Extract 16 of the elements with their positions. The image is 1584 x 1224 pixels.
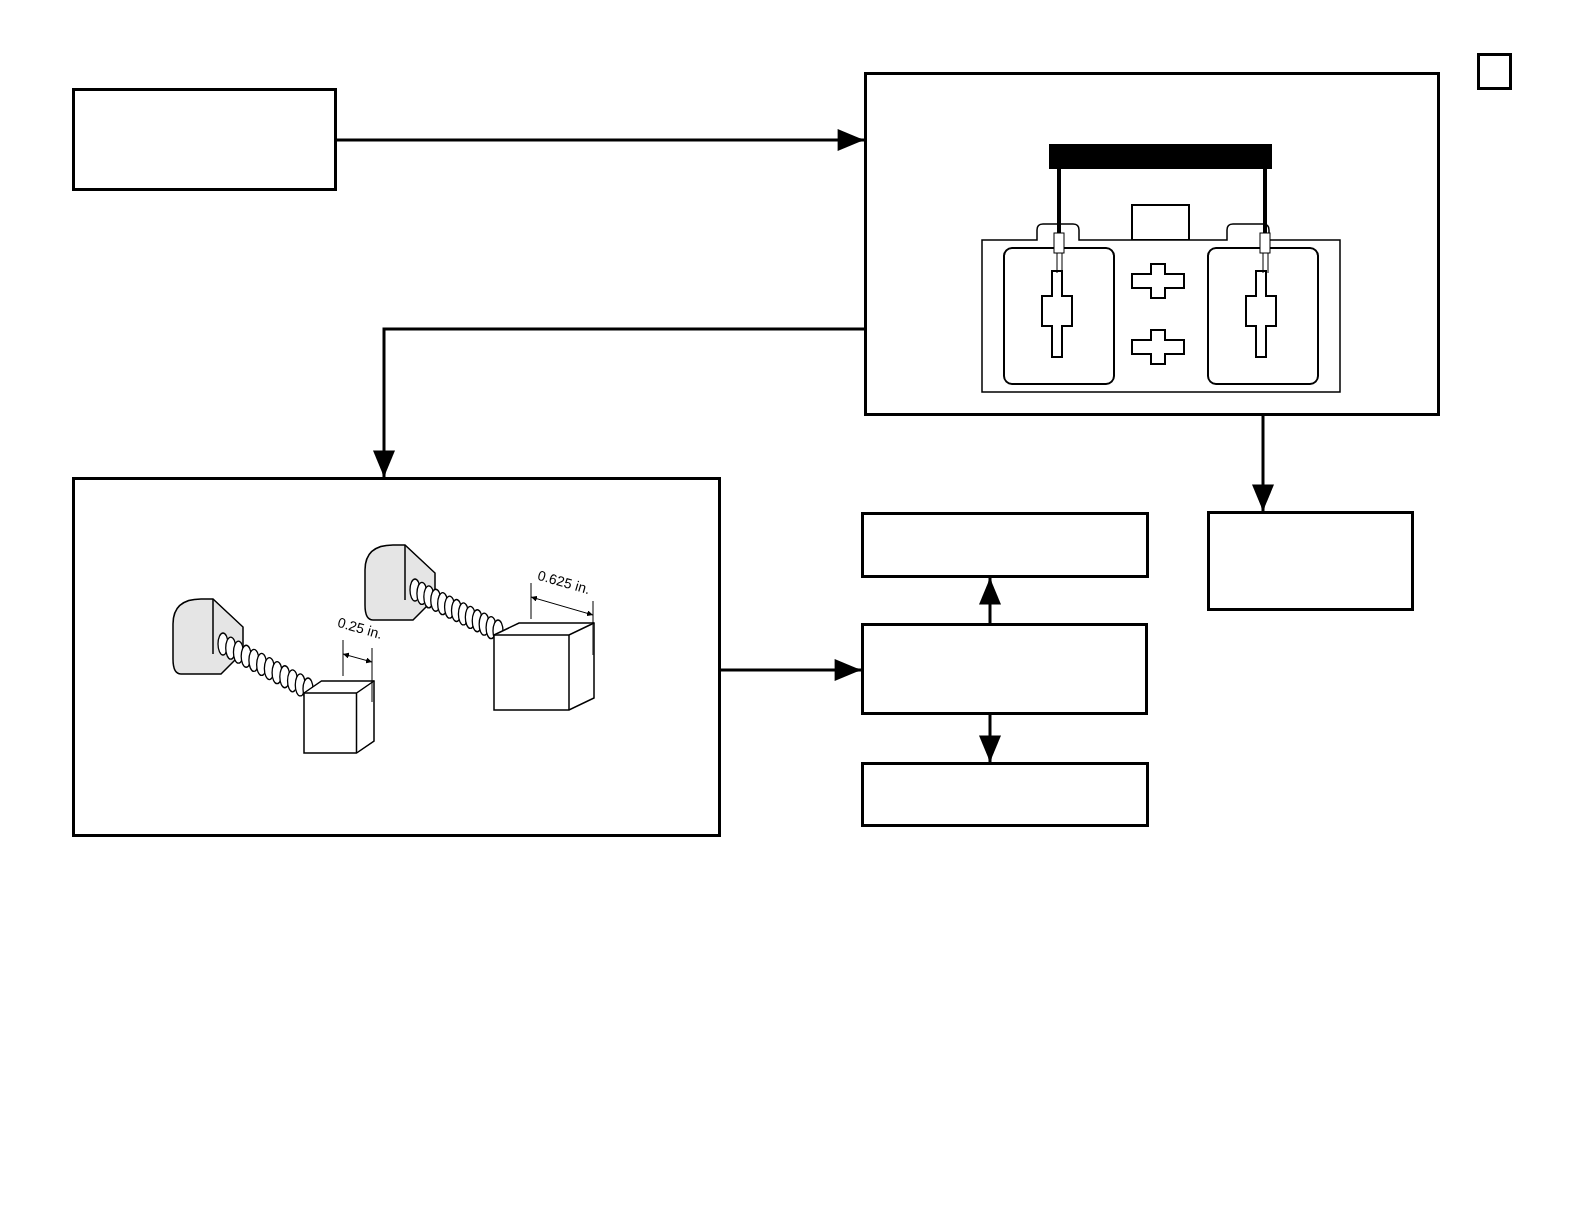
empty-box xyxy=(1207,511,1414,611)
arrow xyxy=(337,129,864,151)
arrow xyxy=(1252,416,1274,511)
battery-panel xyxy=(864,72,1440,416)
empty-box xyxy=(1477,53,1512,90)
arrow xyxy=(979,715,1001,762)
arrow xyxy=(373,327,864,477)
brush-panel xyxy=(72,477,721,837)
dimension-label: 0.625 in. xyxy=(535,565,593,600)
empty-box xyxy=(72,88,337,191)
arrow xyxy=(979,578,1001,623)
empty-box xyxy=(861,762,1149,827)
dimension-label: 0.25 in. xyxy=(335,613,385,645)
arrow xyxy=(721,659,861,681)
empty-box xyxy=(861,512,1149,578)
empty-box xyxy=(861,623,1148,715)
